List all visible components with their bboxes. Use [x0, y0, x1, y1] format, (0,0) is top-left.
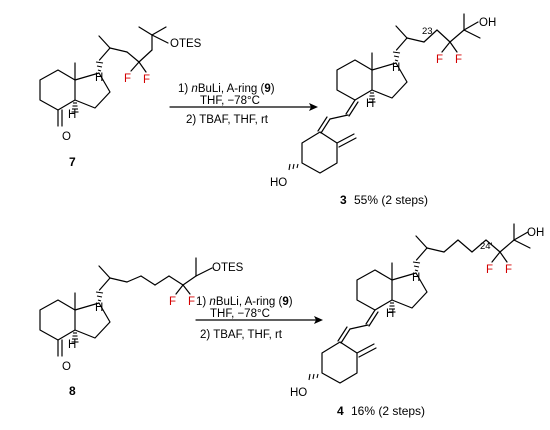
position-24-label: 24' [480, 241, 493, 252]
hydrogen-label: H [366, 98, 374, 110]
fluorine-label: F [436, 54, 443, 66]
hydroxy-label: HO [290, 387, 307, 399]
conditions-step2-bottom: 2) TBAF, THF, rt [200, 329, 283, 341]
compound-7-structure: OTES F F H O H 7 [39, 26, 202, 169]
reaction-arrow-bottom [195, 316, 323, 324]
fluorine-label: F [486, 264, 493, 276]
fluorine-label: F [505, 264, 512, 276]
position-23-label: 23 [422, 26, 433, 37]
fluorine-label: F [124, 73, 131, 85]
hydrogen-label: H [95, 302, 103, 314]
compound-3-yield: 55% (2 steps) [354, 193, 428, 207]
conditions-step1b-top: THF, −78°C [200, 95, 260, 107]
compound-4-yield: 16% (2 steps) [351, 404, 425, 418]
fluorine-label: F [169, 296, 176, 308]
oxygen-label: O [62, 131, 71, 143]
compound-4-label: 4 [337, 404, 344, 418]
hydroxy-label: OH [479, 17, 496, 29]
hydrogen-label: H [392, 62, 400, 74]
conditions-step1b-bottom: THF, −78°C [210, 308, 270, 320]
compound-7-label: 7 [69, 155, 76, 169]
hydrogen-label: H [95, 72, 103, 84]
oxygen-label: O [62, 361, 71, 373]
compound-8-structure: OTES F F H O H 8 [39, 257, 244, 398]
reaction-arrow-top [169, 103, 318, 111]
fluorine-label: F [455, 54, 462, 66]
conditions-step1-top: 1) nBuLi, A-ring (9) [178, 83, 275, 95]
tes-ether-label: OTES [212, 262, 244, 274]
conditions-step1-bottom: 1) nBuLi, A-ring (9) [196, 296, 293, 308]
compound-4-structure: OH F F 24' H H HO 4 16% (2 steps) [290, 223, 544, 418]
hydrogen-label: H [386, 308, 394, 320]
fluorine-label: F [188, 296, 195, 308]
hydrogen-label: H [68, 109, 76, 121]
fluorine-label: F [143, 74, 150, 86]
tes-ether-label: OTES [170, 38, 202, 50]
hydrogen-label: H [412, 272, 420, 284]
hydroxy-label: HO [270, 177, 287, 189]
conditions-step2-top: 2) TBAF, THF, rt [186, 114, 269, 126]
hydrogen-label: H [68, 339, 76, 351]
hydroxy-label: OH [527, 227, 544, 239]
compound-3-label: 3 [340, 193, 347, 207]
compound-3-structure: OH F F 23 H H HO 3 55% (2 steps) [270, 13, 496, 207]
compound-8-label: 8 [69, 384, 76, 398]
